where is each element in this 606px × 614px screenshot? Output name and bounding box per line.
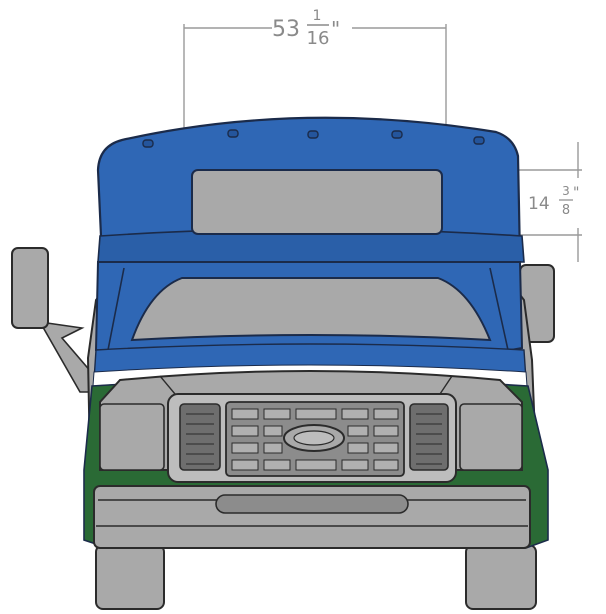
right-fender xyxy=(459,403,523,471)
front-bumper xyxy=(93,485,531,549)
left-pillar-line xyxy=(107,267,125,351)
upper-window xyxy=(191,169,443,235)
width-dimension-denominator: 16 xyxy=(307,28,330,49)
height-dimension-unit: " xyxy=(573,185,579,201)
height-dimension-whole: 14 xyxy=(528,194,550,214)
windshield xyxy=(130,277,492,342)
left-fender xyxy=(99,403,165,471)
right-tire xyxy=(465,544,537,610)
left-mirror xyxy=(11,247,101,393)
height-dimension-numerator: 3 xyxy=(562,184,570,198)
height-dimension: 14 3 8 " xyxy=(446,142,582,262)
marker-light-4 xyxy=(391,130,403,139)
height-dimension-denominator: 8 xyxy=(562,203,570,218)
width-dimension-whole: 53 xyxy=(272,17,300,42)
marker-light-2 xyxy=(227,129,239,138)
left-tire xyxy=(95,544,165,610)
width-dimension: 53 1 16 " xyxy=(183,8,447,178)
width-dimension-numerator: 1 xyxy=(313,8,322,24)
grille-slots xyxy=(231,408,399,471)
marker-light-3 xyxy=(307,130,319,139)
marker-light-5 xyxy=(473,136,485,145)
right-pillar-line xyxy=(489,267,509,351)
bumper-recess xyxy=(215,494,409,514)
width-dimension-unit: " xyxy=(331,17,340,41)
marker-light-1 xyxy=(142,139,154,148)
